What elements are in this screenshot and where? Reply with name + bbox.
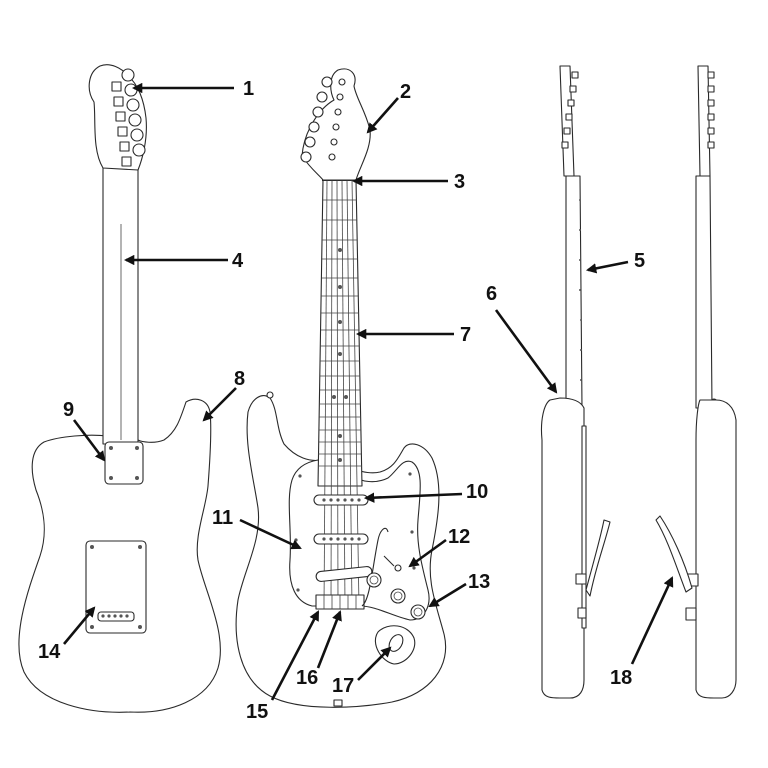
guitar-side-view-left — [540, 65, 611, 699]
front-tuners — [300, 76, 346, 163]
callout-13: 13 — [468, 571, 490, 593]
callout-8: 8 — [234, 368, 245, 390]
front-tremolo-arm — [361, 527, 389, 607]
callout-17: 17 — [332, 675, 354, 697]
callout-18: 18 — [610, 667, 632, 689]
callout-14: 14 — [38, 641, 61, 663]
arrow-12 — [408, 538, 447, 568]
arrow-14 — [63, 606, 96, 645]
callout-arrows — [63, 82, 674, 701]
callout-16: 16 — [296, 667, 318, 689]
arrow-17 — [357, 646, 392, 681]
side1-tremolo-arm — [585, 519, 611, 597]
arrow-5 — [585, 260, 629, 274]
control-knobs — [366, 572, 426, 620]
callout-15: 15 — [246, 701, 268, 723]
tremolo-cover — [85, 540, 147, 634]
back-neck — [102, 165, 139, 445]
arrow-13 — [428, 582, 467, 608]
neck-plate — [104, 441, 144, 485]
guitar-front-view — [235, 68, 447, 708]
callout-12: 12 — [448, 526, 470, 548]
arrow-6 — [494, 309, 558, 394]
callout-3: 3 — [454, 171, 465, 193]
callout-2: 2 — [400, 81, 411, 103]
side2-headstock — [697, 65, 711, 177]
callout-9: 9 — [63, 399, 74, 421]
pickups — [313, 494, 373, 582]
side1-headstock — [559, 65, 575, 177]
side1-body — [540, 397, 585, 699]
arrow-18 — [630, 576, 674, 665]
callout-4: 4 — [232, 250, 244, 272]
guitar-side-view-right — [655, 65, 737, 699]
selector-switch — [383, 555, 395, 567]
callout-6: 6 — [486, 283, 497, 305]
arrow-9 — [72, 419, 106, 462]
callout-7: 7 — [460, 324, 471, 346]
arrow-15 — [270, 610, 320, 701]
arrow-16 — [316, 610, 342, 669]
callout-5: 5 — [634, 250, 645, 272]
fretboard — [317, 179, 363, 487]
arrow-10 — [363, 492, 463, 503]
side2-neck — [695, 175, 713, 409]
arrow-8 — [202, 387, 237, 422]
arrow-2 — [366, 97, 399, 134]
side2-body — [695, 399, 737, 699]
guitar-back-view — [18, 64, 221, 713]
side1-neck — [565, 175, 583, 409]
fret-inlays — [332, 248, 348, 462]
callout-10: 10 — [466, 481, 488, 503]
arrow-11 — [239, 518, 302, 550]
callout-1: 1 — [243, 78, 254, 100]
side2-tremolo-arm — [655, 515, 693, 593]
callout-labels: 1 2 3 4 5 6 7 8 9 10 11 12 13 14 15 16 1… — [38, 78, 645, 723]
callout-11: 11 — [212, 507, 233, 529]
